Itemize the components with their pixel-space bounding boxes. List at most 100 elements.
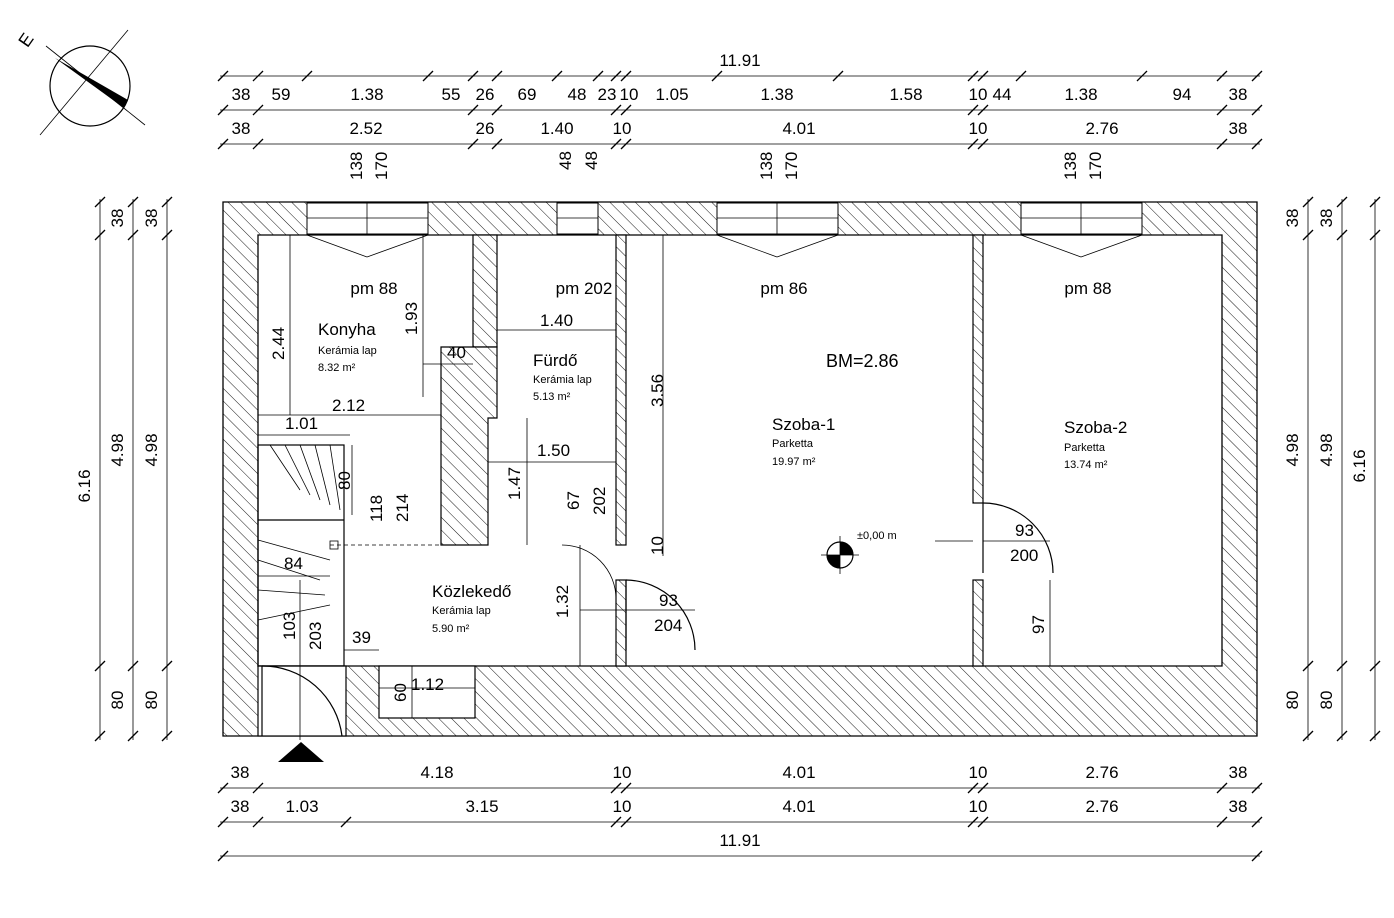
dimension-tick [967, 70, 979, 82]
dim-label: 59 [272, 85, 291, 104]
dim-label: 60 [391, 683, 410, 702]
window-sill: 138 [1061, 152, 1080, 180]
dim-label: 10 [613, 119, 632, 138]
room-name: Közlekedő [432, 582, 511, 601]
dimension-ticks [94, 70, 1381, 862]
dimension-tick [1216, 782, 1228, 794]
dimension-tick [1336, 730, 1348, 742]
dimension-tick [161, 730, 173, 742]
dim-label: 93 [1015, 521, 1034, 540]
dim-label: 48 [568, 85, 587, 104]
dimension-tick [1302, 229, 1314, 241]
dim-label: 38 [1229, 119, 1248, 138]
room-floor: Parketta [1064, 442, 1106, 454]
room-name: Fürdő [533, 351, 577, 370]
dim-label: 67 [564, 491, 583, 510]
room-area: 13.74 m² [1064, 459, 1108, 471]
dim-label: 10 [969, 797, 988, 816]
dim-label: 1.50 [537, 441, 570, 460]
dimension-tick [1251, 850, 1263, 862]
dim-label: 6.16 [1350, 449, 1369, 482]
room-szoba-1: Szoba-1 Parketta 19.97 m² [772, 415, 835, 468]
dimension-tick [1216, 816, 1228, 828]
dim-label: 1.47 [505, 467, 524, 500]
dimension-tick [620, 70, 632, 82]
dimension-lines [99, 75, 1376, 857]
dimension-tick [1216, 104, 1228, 116]
dimension-tick [1369, 229, 1381, 241]
dimension-tick [1015, 70, 1027, 82]
dim-label: 4.98 [1317, 433, 1336, 466]
dimension-tick [467, 138, 479, 150]
dim-label: 2.44 [269, 327, 288, 360]
dim-label: 10 [613, 763, 632, 782]
room-floor: Kerámia lap [533, 374, 592, 386]
dimension-tick [977, 782, 989, 794]
dimension-tick [94, 196, 106, 208]
dimension-tick [620, 816, 632, 828]
dim-label: 6.16 [75, 469, 94, 502]
dimension-tick [1136, 70, 1148, 82]
room-floor: Kerámia lap [318, 345, 377, 357]
dimension-tick [1302, 730, 1314, 742]
left-dimensions: 6.16 4.98 4.98 38 38 80 80 [75, 209, 161, 710]
dim-label: 10 [969, 763, 988, 782]
dim-label: 214 [393, 494, 412, 522]
dim-label: 2.76 [1085, 119, 1118, 138]
window-height: 170 [1086, 152, 1105, 180]
dim-label: 1.03 [285, 797, 318, 816]
interior-dimension-lines [258, 235, 1051, 718]
dimension-tick [1251, 816, 1263, 828]
dimension-tick [977, 138, 989, 150]
dim-label: 97 [1029, 615, 1048, 634]
dim-label: 23 [598, 85, 617, 104]
dimension-tick [610, 782, 622, 794]
dimension-tick [94, 660, 106, 672]
windows [306, 202, 1143, 258]
room-szoba-2: Szoba-2 Parketta 13.74 m² [1064, 418, 1127, 471]
floor-level: pm 88 [350, 279, 397, 298]
room-area: 5.90 m² [432, 623, 470, 635]
dimension-tick [467, 70, 479, 82]
dim-label: 4.98 [1283, 433, 1302, 466]
dim-label: 4.18 [420, 763, 453, 782]
dimension-tick [94, 229, 106, 241]
bottom-dimension-row-2: 38 1.03 3.15 10 4.01 10 2.76 38 [231, 797, 1248, 816]
dim-label: 1.32 [553, 585, 572, 618]
dim-label: 10 [620, 85, 639, 104]
dimension-tick [1251, 70, 1263, 82]
dimension-tick [620, 782, 632, 794]
dim-label: 1.58 [889, 85, 922, 104]
dim-label: 3.15 [465, 797, 498, 816]
dim-label: 204 [654, 616, 682, 635]
dimension-tick [252, 816, 264, 828]
dimension-tick [1302, 196, 1314, 208]
dimension-tick [977, 816, 989, 828]
dim-label: 1.38 [350, 85, 383, 104]
dimension-tick [252, 782, 264, 794]
dim-label: 38 [1229, 797, 1248, 816]
dim-label: 3.56 [648, 374, 667, 407]
dimension-tick [217, 138, 229, 150]
dimension-tick [1336, 196, 1348, 208]
overall-width-top: 11.91 [719, 51, 760, 70]
dim-label: 38 [232, 85, 251, 104]
dimension-tick [967, 816, 979, 828]
dimension-tick [967, 104, 979, 116]
dimension-tick [491, 104, 503, 116]
dim-label: 4.01 [782, 119, 815, 138]
bottom-dimension-row-1: 38 4.18 10 4.01 10 2.76 38 [231, 763, 1248, 782]
dimension-tick [491, 138, 503, 150]
dim-label: 38 [232, 119, 251, 138]
room-area: 8.32 m² [318, 362, 356, 374]
room-name: Szoba-1 [772, 415, 835, 434]
dimension-tick [832, 70, 844, 82]
dimension-tick [161, 196, 173, 208]
window-height: 48 [582, 151, 601, 170]
room-name: Szoba-2 [1064, 418, 1127, 437]
dimension-tick [610, 138, 622, 150]
dim-label: 38 [1283, 209, 1302, 228]
dim-label: 1.93 [402, 302, 421, 335]
right-dimensions: 4.98 4.98 6.16 38 38 80 80 [1283, 209, 1369, 710]
dimension-tick [422, 70, 434, 82]
